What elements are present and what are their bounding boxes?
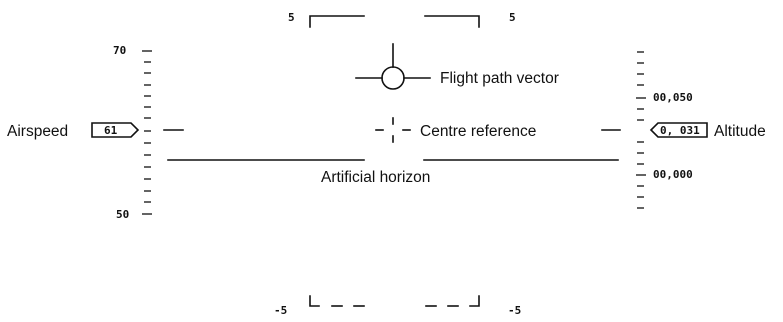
centre-reference-label: Centre reference [420, 123, 536, 140]
airspeed-scale: 70 50 [113, 44, 184, 221]
pitch-label-upper-right: 5 [509, 11, 516, 24]
pitch-bar-minus-5: -5 -5 [274, 295, 521, 317]
airspeed-scale-label-70: 70 [113, 44, 126, 57]
flight-path-vector-icon [355, 43, 431, 90]
altitude-readout: 0, 031 [649, 122, 708, 138]
pitch-label-lower-left: -5 [274, 304, 287, 317]
airspeed-value: 61 [104, 124, 118, 137]
centre-reference-icon [375, 117, 411, 143]
airspeed-label: Airspeed [7, 123, 68, 140]
pitch-label-upper-left: 5 [288, 11, 295, 24]
pitch-bar-plus-5: 5 5 [288, 11, 516, 28]
airspeed-scale-label-50: 50 [116, 208, 129, 221]
altitude-value: 0, 031 [660, 124, 700, 137]
altitude-scale-label-lower: 00,000 [653, 168, 693, 181]
pitch-label-lower-right: -5 [508, 304, 521, 317]
airspeed-readout: 61 [91, 122, 140, 138]
altitude-label: Altitude [714, 123, 766, 140]
altitude-scale-label-upper: 00,050 [653, 91, 693, 104]
artificial-horizon-label: Artificial horizon [321, 169, 430, 186]
altitude-scale: 00,050 00,000 [601, 51, 693, 209]
flight-path-vector-label: Flight path vector [440, 70, 559, 87]
